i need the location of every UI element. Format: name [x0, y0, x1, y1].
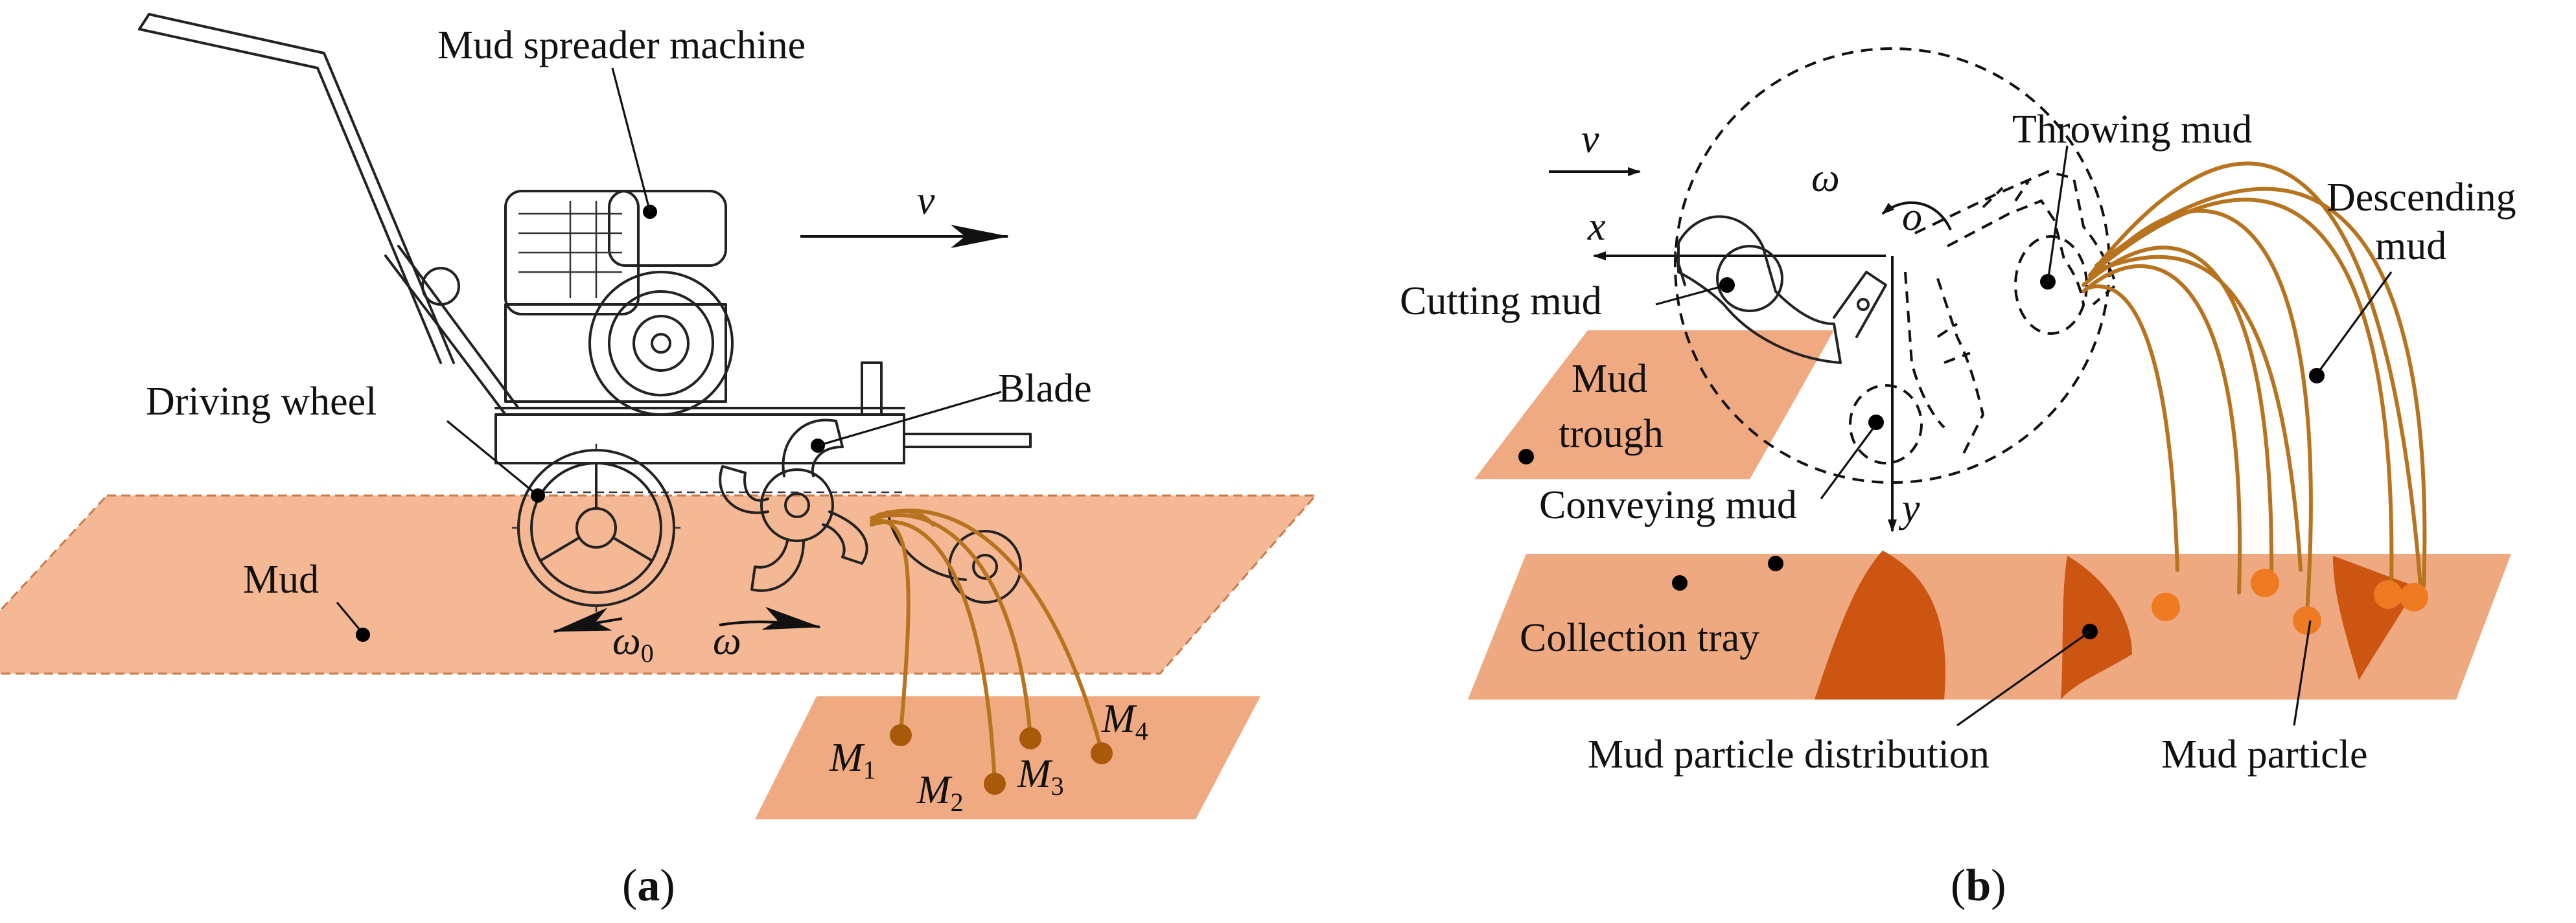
- distribution-shape-1: [1815, 551, 1945, 700]
- caption-a: (a): [622, 861, 675, 911]
- trajectories-b: [2082, 161, 2427, 614]
- engine: [504, 190, 734, 416]
- mud-particle: [2400, 583, 2428, 611]
- mud-dot: [356, 628, 370, 642]
- label-m1: M1: [829, 736, 876, 784]
- panel-a: Mud spreader machine Blade Driving wheel…: [0, 13, 1318, 911]
- label-trough-2: trough: [1559, 412, 1664, 456]
- panel-b: v ω o x y: [1400, 47, 2516, 911]
- point-m3: [1019, 727, 1041, 749]
- mud-particle: [2152, 593, 2180, 621]
- omega0-arrow: [553, 608, 623, 633]
- omega-arrow-a: [719, 606, 821, 630]
- leader-descending: [2315, 271, 2393, 375]
- leader-throwing: [2047, 145, 2069, 282]
- leader-machine: [611, 67, 651, 212]
- symbol-v-a: v: [917, 179, 935, 223]
- label-collection-tray: Collection tray: [1520, 616, 1759, 660]
- point-m2: [984, 773, 1006, 795]
- conveying-blade: [1849, 271, 1985, 464]
- tray-dot-2: [1768, 556, 1783, 571]
- trough-dot: [1518, 449, 1534, 464]
- driving-wheel: [512, 444, 680, 612]
- symbol-omega0: ω0: [612, 619, 654, 668]
- point-m1: [890, 724, 912, 746]
- label-descending-2: mud: [2375, 224, 2446, 268]
- label-blade: Blade: [998, 367, 1092, 411]
- trajectories-a: [870, 508, 1104, 786]
- leader-mud: [336, 601, 364, 635]
- mud-particle: [2293, 606, 2321, 635]
- label-driving-wheel: Driving wheel: [146, 380, 377, 424]
- label-m3: M3: [1017, 752, 1064, 801]
- label-cutting-mud: Cutting mud: [1400, 279, 1602, 323]
- caption-b: (b): [1951, 861, 2006, 911]
- leader-driving-wheel: [446, 420, 539, 497]
- label-mud-spreader-machine: Mud spreader machine: [437, 23, 806, 67]
- tray-dot-1: [1672, 575, 1688, 591]
- driving-wheel-dot: [531, 488, 545, 503]
- label-mud: Mud: [243, 558, 319, 602]
- collection-area: [755, 696, 1260, 819]
- label-throwing-mud: Throwing mud: [2012, 108, 2252, 152]
- leader-distribution: [1956, 630, 2091, 727]
- label-descending-1: Descending: [2327, 176, 2516, 220]
- cutting-blade: [1674, 215, 1887, 364]
- label-trough-1: Mud: [1572, 357, 1647, 401]
- mud-particle: [2374, 580, 2402, 609]
- label-mud-particle-distribution: Mud particle distribution: [1588, 733, 1990, 777]
- conveying-dot: [1868, 415, 1884, 430]
- handle: [138, 13, 520, 416]
- descending-dot: [2309, 368, 2325, 383]
- label-conveying-mud: Conveying mud: [1539, 483, 1797, 527]
- leader-cutting: [1655, 284, 1728, 306]
- blade-assembly: [719, 418, 868, 592]
- leader-conveying: [1820, 424, 1877, 499]
- symbol-omega-a: ω: [713, 619, 741, 663]
- symbol-y: y: [1898, 486, 1920, 530]
- collection-tray: [1468, 554, 2511, 700]
- label-mud-particle: Mud particle: [2161, 733, 2368, 777]
- throwing-blade: [1914, 170, 2118, 335]
- symbol-omega-b: ω: [1811, 156, 1840, 200]
- label-m4: M4: [1101, 697, 1148, 746]
- chassis: [494, 361, 1032, 494]
- mud-field: [0, 494, 1318, 675]
- mud-particle: [2251, 569, 2279, 597]
- cutting-dot: [1719, 277, 1735, 293]
- leader-blade: [817, 391, 1002, 447]
- leader-particle: [2293, 620, 2312, 726]
- symbol-x: x: [1587, 205, 1606, 249]
- label-m2: M2: [916, 768, 964, 817]
- symbol-v-b: v: [1581, 117, 1599, 161]
- omega-arrow-b: [1881, 201, 1952, 231]
- point-m4: [1091, 742, 1113, 764]
- mud-particles: [2152, 569, 2428, 635]
- mud-trough: [1474, 330, 1834, 479]
